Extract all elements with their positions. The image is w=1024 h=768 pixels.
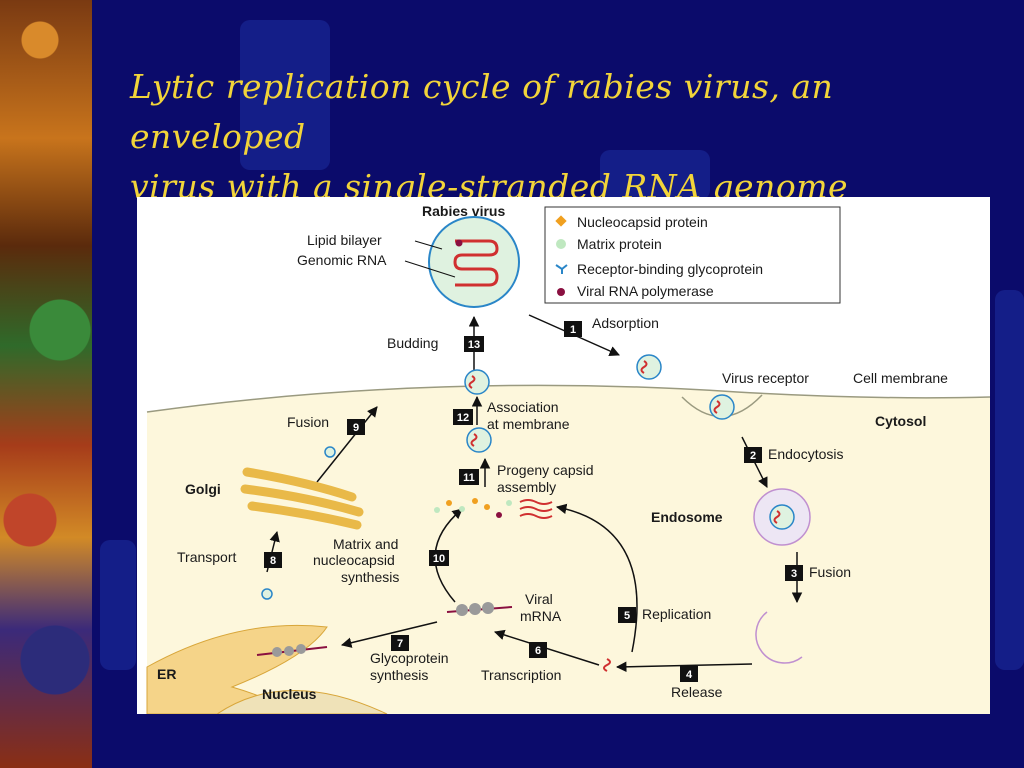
decorative-side-strip (0, 0, 92, 768)
cytosol-label: Cytosol (875, 413, 926, 429)
strip-edge (92, 0, 98, 768)
matrix-protein-icon (556, 239, 566, 249)
replicated-rna-icon (519, 499, 553, 519)
legend-label: Viral RNA polymerase (577, 283, 714, 299)
released-rna-icon (603, 658, 611, 672)
step-label: Glycoprotein (370, 650, 449, 666)
step-label: Association (487, 399, 559, 415)
legend: Nucleocapsid protein Matrix protein Rece… (544, 206, 841, 304)
cytosol-region (147, 385, 990, 714)
step-label: nucleocapsid (313, 552, 395, 568)
receptor-bound-virus-icon (709, 394, 735, 420)
step-number: 12 (457, 412, 469, 424)
diagram-panel: Rabies virus Lipid bilayer Genomic RNA N… (137, 197, 990, 714)
title-line-1: Lytic replication cycle of rabies virus,… (130, 67, 834, 156)
step-number: 1 (570, 324, 576, 336)
genomic-rna-label: Genomic RNA (297, 252, 387, 268)
cell-membrane (146, 384, 990, 413)
step-number: 3 (791, 568, 797, 580)
viral-mrna-label: Viral (525, 591, 553, 607)
step-label: Release (671, 684, 723, 700)
background-shape (100, 540, 136, 670)
ribosome-mrna-icon (446, 602, 513, 616)
er-label: ER (157, 666, 176, 682)
step-label: at membrane (487, 416, 570, 432)
rna-polymerase-icon (557, 288, 565, 296)
legend-label: Nucleocapsid protein (577, 214, 708, 230)
glycoprotein-icon (555, 264, 568, 274)
step-label: synthesis (341, 569, 399, 585)
step-label: Transport (177, 549, 237, 565)
step-label: Fusion (809, 564, 851, 580)
vesicle-icon (261, 588, 273, 600)
step-number: 4 (686, 669, 693, 681)
fused-endosome-icon (755, 611, 803, 664)
step-number: 13 (468, 339, 480, 351)
legend-label: Receptor-binding glycoprotein (577, 261, 763, 277)
step-number: 10 (433, 553, 445, 565)
adsorbing-virus-icon (636, 354, 662, 380)
step-label: Transcription (481, 667, 561, 683)
slide-title: Lytic replication cycle of rabies virus,… (130, 62, 1000, 212)
legend-label: Matrix protein (577, 236, 662, 252)
step-label: Progeny capsid (497, 462, 594, 478)
step-label: Adsorption (592, 315, 659, 331)
nucleus-icon (216, 690, 388, 714)
viral-mrna-label: mRNA (520, 608, 562, 624)
step-number: 5 (624, 610, 630, 622)
background-shape (995, 290, 1024, 670)
step-label: synthesis (370, 667, 428, 683)
golgi-icon (240, 467, 364, 530)
background-shape (600, 150, 710, 200)
lipid-bilayer-label: Lipid bilayer (307, 232, 382, 248)
step-label: Replication (642, 606, 711, 622)
virus-title: Rabies virus (422, 203, 505, 219)
cell-membrane-label: Cell membrane (853, 370, 948, 386)
budding-virus-icon (464, 369, 490, 395)
golgi-label: Golgi (185, 481, 221, 497)
step-label: Budding (387, 335, 438, 351)
step-label: assembly (497, 479, 556, 495)
step-label: Matrix and (333, 536, 398, 552)
virus-receptor-label: Virus receptor (722, 370, 809, 386)
background-shape (240, 20, 330, 170)
step-number: 8 (270, 555, 276, 567)
step-number: 9 (353, 422, 359, 434)
vesicle-icon (324, 446, 336, 458)
step-number: 11 (463, 472, 475, 484)
step-label: Fusion (287, 414, 329, 430)
step-number: 2 (750, 450, 756, 462)
protein-particles-icon (434, 498, 512, 518)
replication-cycle-diagram: Rabies virus Lipid bilayer Genomic RNA N… (146, 203, 990, 714)
step-number: 6 (535, 645, 541, 657)
rabies-virus-icon (428, 216, 520, 308)
step-number: 7 (397, 638, 403, 650)
endosome-label: Endosome (651, 509, 723, 525)
step-label: Endocytosis (768, 446, 843, 462)
nucleus-label: Nucleus (262, 686, 317, 702)
